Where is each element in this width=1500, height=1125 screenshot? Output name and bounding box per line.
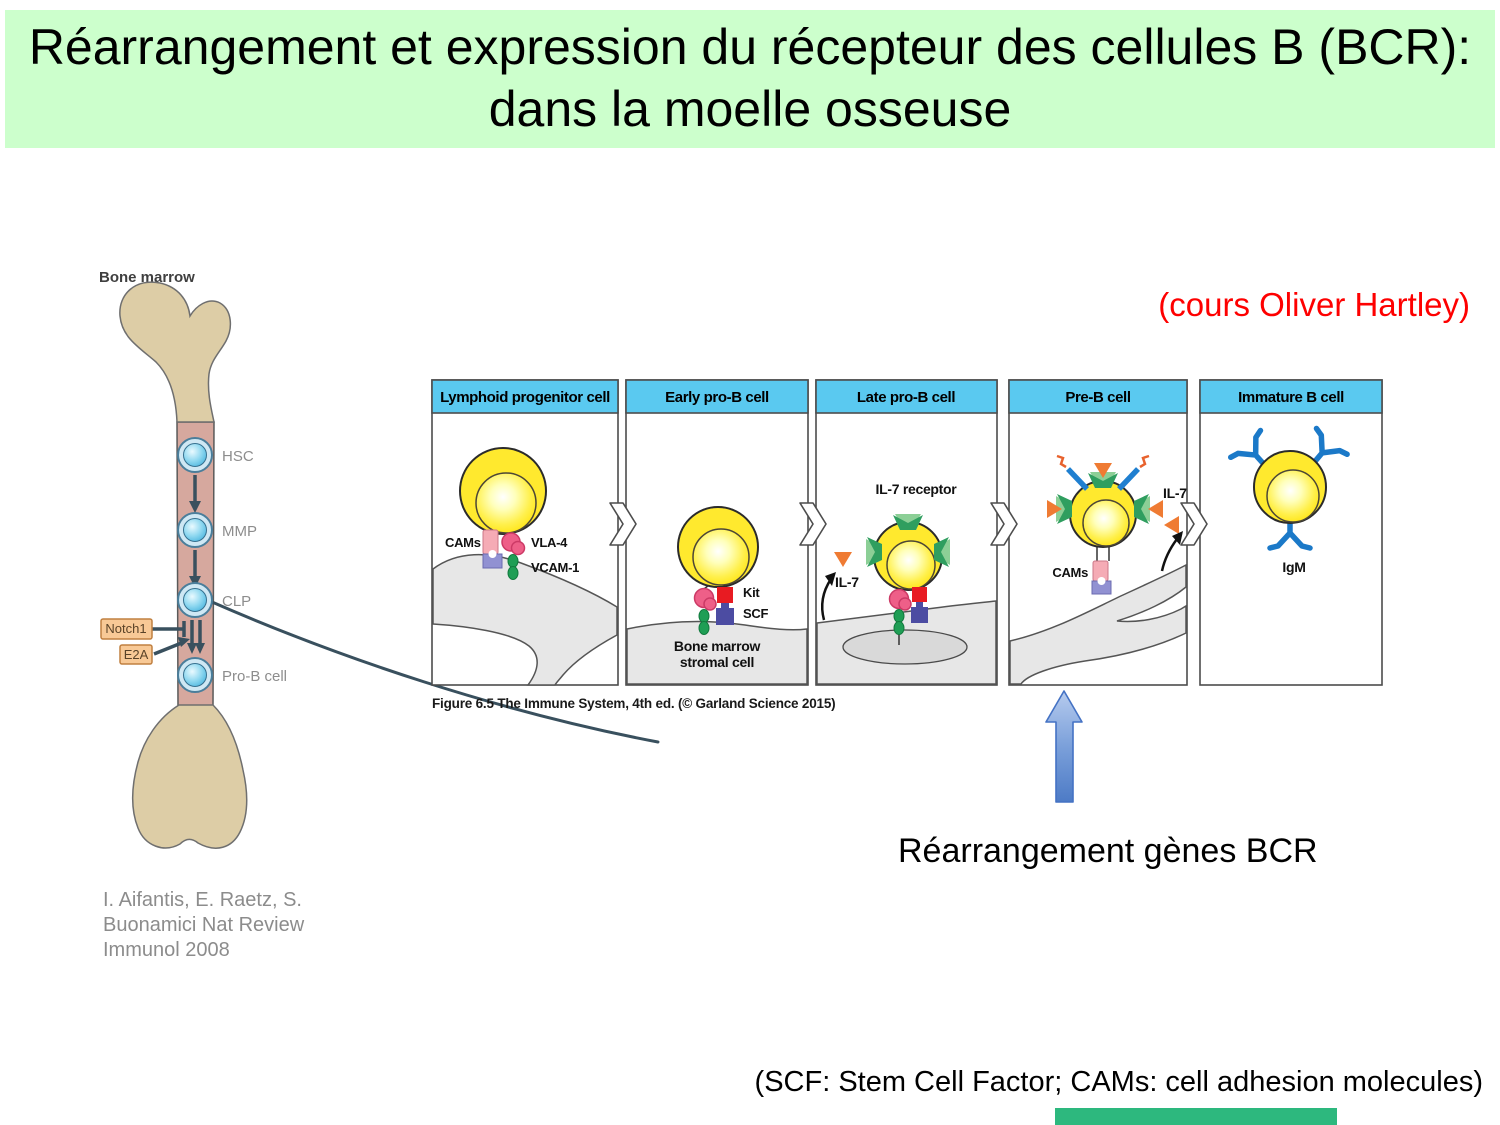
il7-receptor-label: IL-7 receptor (876, 481, 958, 497)
chevron-arrow-icon (1180, 502, 1208, 546)
stage-label-clp: CLP (222, 593, 251, 610)
pre-b-cell (1069, 480, 1137, 548)
cell-mmp (177, 512, 213, 548)
surrogate-chain-icon (1139, 454, 1150, 469)
cell-clp (177, 582, 213, 618)
arrowheads (178, 501, 205, 654)
panel-title: Pre-B cell (1065, 389, 1130, 406)
cams-label: CAMs (445, 535, 481, 550)
stromal-label-line2: stromal cell (680, 654, 754, 670)
femur-head (119, 281, 232, 423)
pre-bcr-icon (1117, 467, 1140, 491)
notch1-box: Notch1 (100, 618, 153, 640)
panel-title: Lymphoid progenitor cell (440, 389, 610, 406)
il7-label: IL-7 (835, 574, 859, 590)
stromal-cell-shape (432, 553, 618, 686)
stromal-nucleus (842, 629, 968, 665)
panel-late-pro-b: IL-7 receptor IL-7 Late pro-B cell (815, 379, 998, 686)
chevron-arrow-icon (799, 502, 827, 546)
e2a-label: E2A (124, 647, 149, 662)
vla4-vcam1-receptor (501, 532, 526, 580)
kit-scf-receptor (911, 587, 928, 623)
vcam1-label: VCAM-1 (531, 560, 579, 575)
rearrangement-up-arrow-icon (1045, 690, 1083, 803)
citation-text: I. Aifantis, E. Raetz, S. Buonamici Nat … (103, 889, 305, 961)
receptor-stems (1096, 545, 1110, 561)
femur-condyle (131, 704, 248, 849)
slide-title-line2: dans la moelle osseuse (488, 81, 1012, 137)
panel-immature-b: IgM Immature B cell (1199, 379, 1383, 686)
chevron-arrow-icon (990, 502, 1018, 546)
arrowhead (825, 572, 836, 586)
notch1-label: Notch1 (105, 621, 146, 636)
differentiation-arrows (152, 475, 202, 656)
cell-pro-b (177, 657, 213, 693)
bone-marrow-figure: Bone marrow (99, 269, 660, 849)
stromal-cell-shape (626, 620, 808, 685)
stage-label-pro-b: Pro-B cell (222, 668, 287, 685)
vla4-vcam1-receptor (888, 588, 912, 635)
stage-label-hsc: HSC (222, 448, 254, 465)
e2a-box: E2A (119, 644, 153, 665)
clp-branch-line (210, 600, 660, 744)
igm-label: IgM (1282, 559, 1305, 575)
rearrangement-label: Réarrangement gènes BCR (898, 832, 1318, 870)
course-credit: (cours Oliver Hartley) (1158, 286, 1470, 323)
il7-secretion-arrow (1160, 538, 1179, 572)
scf-label: SCF (743, 606, 768, 621)
slide-title-banner: Réarrangement et expression du récepteur… (5, 10, 1495, 148)
cams-label: CAMs (1052, 565, 1088, 580)
vla4-vcam1-receptor (693, 587, 717, 635)
late-pro-b-cell (873, 521, 943, 591)
early-pro-b-cell (677, 506, 759, 588)
cams-receptor (1091, 560, 1112, 595)
arrowhead (1172, 531, 1183, 545)
stromal-label-line1: Bone marrow (674, 638, 761, 654)
panel-pre-b: CAMs IL-7 Pre-B cell (1008, 379, 1188, 686)
pre-bcr-icon (1066, 467, 1089, 491)
panel-title: Immature B cell (1238, 389, 1344, 406)
panel-early-pro-b: Kit SCF Bone marrow stromal cell Early p… (625, 379, 809, 686)
surrogate-chain-icon (1056, 454, 1067, 469)
b-cell-development-figure: CAMs VLA-4 VCAM-1 Lymphoid progenitor ce… (431, 379, 1383, 686)
kit-label: Kit (743, 585, 760, 600)
stage-label-mmp: MMP (222, 523, 257, 540)
panel-title: Early pro-B cell (665, 389, 769, 406)
chevron-arrow-icon (609, 502, 637, 546)
cams-receptor (482, 529, 503, 569)
slide-title-line1: Réarrangement et expression du récepteur… (28, 19, 1472, 75)
bottom-green-bar (1055, 1108, 1337, 1125)
vla4-label: VLA-4 (531, 535, 568, 550)
cell-hsc (177, 437, 213, 473)
bone-figure-title: Bone marrow (99, 269, 195, 286)
kit-scf-receptor (716, 587, 734, 625)
lymphoid-progenitor-cell (459, 447, 547, 535)
il7-label: IL-7 (1163, 485, 1187, 501)
il7-secretion-arrow (821, 578, 833, 621)
abbreviations-note: (SCF: Stem Cell Factor; CAMs: cell adhes… (754, 1066, 1483, 1098)
panel-transition-arrows (609, 502, 1208, 546)
panel-title: Late pro-B cell (857, 389, 955, 406)
figure-caption: Figure 6.5 The Immune System, 4th ed. (©… (432, 696, 836, 711)
panel-lymphoid-progenitor: CAMs VLA-4 VCAM-1 Lymphoid progenitor ce… (431, 379, 619, 686)
immature-b-cell (1253, 450, 1327, 524)
stromal-cell-shape (1009, 563, 1187, 685)
